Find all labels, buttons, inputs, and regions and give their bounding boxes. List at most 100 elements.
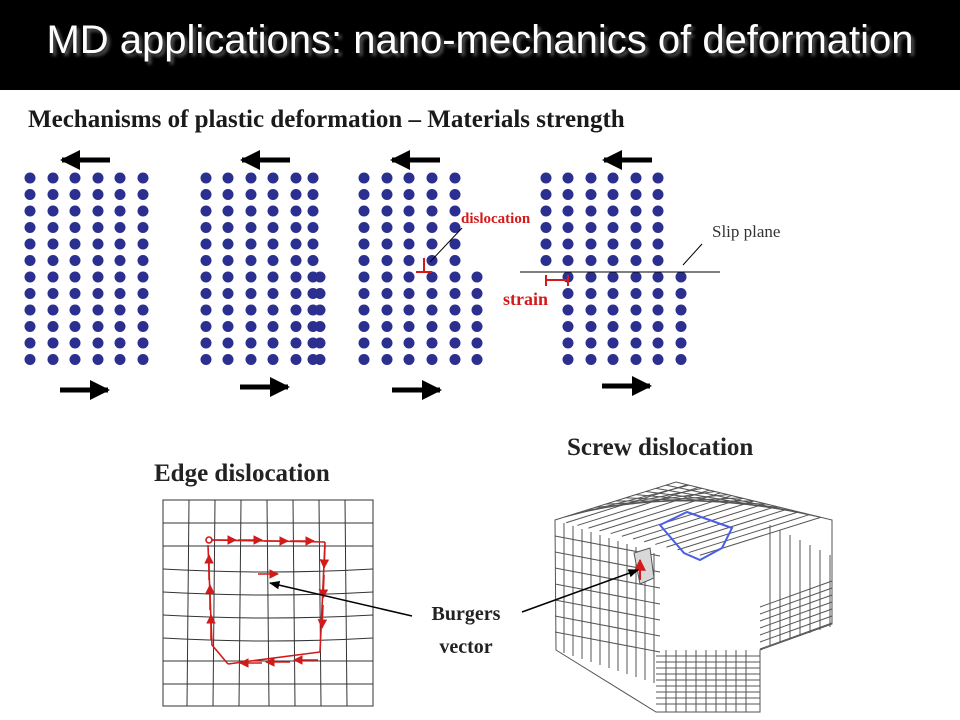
atom <box>585 321 597 332</box>
atom <box>607 205 619 217</box>
atom <box>607 238 619 250</box>
atom <box>381 304 393 316</box>
atom <box>381 189 393 200</box>
atom <box>267 304 279 316</box>
atom <box>222 337 234 349</box>
atom <box>200 271 212 283</box>
atom <box>607 222 619 233</box>
atom <box>137 238 149 250</box>
atom <box>47 238 59 250</box>
atom <box>114 337 126 349</box>
atom <box>449 288 461 299</box>
atom <box>449 321 461 332</box>
atom <box>290 205 302 217</box>
atom <box>200 172 212 184</box>
atom <box>381 288 393 299</box>
atom <box>290 304 302 316</box>
atom <box>92 172 104 184</box>
atom <box>307 205 319 217</box>
atom <box>114 238 126 250</box>
atom <box>137 304 149 316</box>
edge-dislocation-heading: Edge dislocation <box>154 460 330 487</box>
atom <box>222 222 234 233</box>
atom <box>200 222 212 233</box>
atom <box>585 172 597 184</box>
atom <box>426 238 438 250</box>
atom <box>562 238 574 250</box>
atom <box>358 271 370 283</box>
atom <box>114 304 126 316</box>
atom <box>200 288 212 299</box>
atom <box>471 288 483 299</box>
atom <box>267 288 279 299</box>
atom <box>358 304 370 316</box>
atom <box>562 172 574 184</box>
atom <box>449 255 461 266</box>
atom <box>630 255 642 266</box>
atom <box>358 222 370 233</box>
dislocation-label: dislocation <box>461 211 531 227</box>
atom <box>245 304 257 316</box>
screw-dislocation-block <box>554 481 833 713</box>
atom <box>652 321 664 332</box>
atom <box>630 354 642 365</box>
atom <box>47 205 59 217</box>
atom <box>381 222 393 233</box>
atom <box>426 321 438 332</box>
atom <box>426 288 438 299</box>
atom <box>607 271 619 283</box>
atom <box>24 172 36 184</box>
atom <box>290 189 302 200</box>
atom <box>47 337 59 349</box>
atom <box>358 189 370 200</box>
atom <box>267 321 279 332</box>
atom <box>607 189 619 200</box>
atom <box>24 304 36 316</box>
atom <box>47 288 59 299</box>
atom <box>222 238 234 250</box>
atom <box>69 255 81 266</box>
atom <box>426 304 438 316</box>
atom <box>403 255 415 266</box>
atom <box>630 189 642 200</box>
burgers-circuit <box>205 536 326 665</box>
atom <box>200 337 212 349</box>
atom <box>114 255 126 266</box>
atom <box>307 255 319 266</box>
atom <box>47 354 59 365</box>
atom <box>200 238 212 250</box>
atom <box>358 172 370 184</box>
atom <box>358 255 370 266</box>
atom <box>307 222 319 233</box>
atom <box>245 288 257 299</box>
atom <box>585 271 597 283</box>
atom <box>69 271 81 283</box>
atom <box>403 354 415 365</box>
atom <box>449 238 461 250</box>
atom <box>290 222 302 233</box>
atom <box>381 321 393 332</box>
atom <box>652 222 664 233</box>
atom <box>245 238 257 250</box>
atom <box>137 354 149 365</box>
atom <box>314 288 326 299</box>
atom <box>540 172 552 184</box>
atom <box>92 337 104 349</box>
atom <box>381 238 393 250</box>
atom <box>675 354 687 365</box>
atom <box>630 304 642 316</box>
burgers-label-line1: Burgers <box>431 603 501 625</box>
atom <box>69 337 81 349</box>
atom <box>245 172 257 184</box>
slide-title: MD applications: nano-mechanics of defor… <box>46 18 914 62</box>
strain-marker-icon <box>545 275 569 286</box>
burgers-circuit-arrows <box>204 535 330 668</box>
atom <box>92 304 104 316</box>
atom <box>92 222 104 233</box>
atom <box>449 271 461 283</box>
atom <box>24 288 36 299</box>
atom <box>630 205 642 217</box>
atom <box>307 189 319 200</box>
atom <box>114 354 126 365</box>
atom <box>314 354 326 365</box>
